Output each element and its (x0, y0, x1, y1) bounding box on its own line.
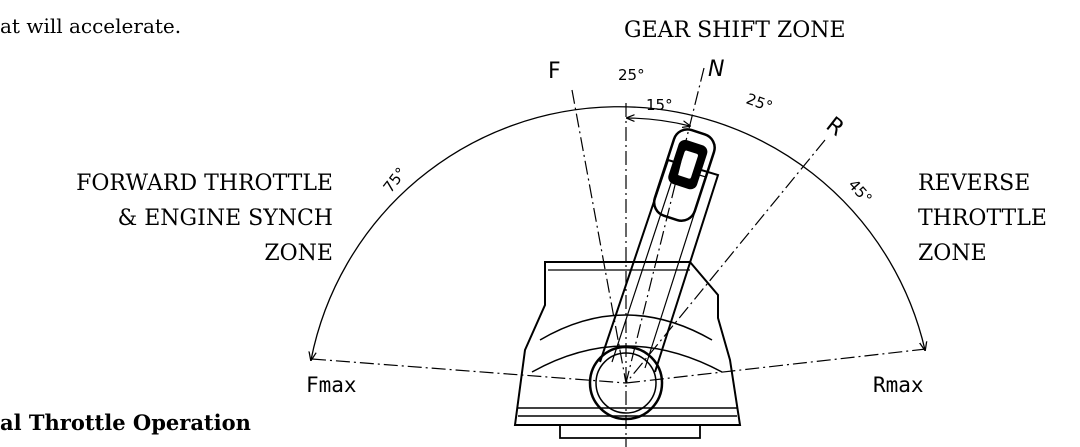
reverse-zone-line-3: ZONE (918, 241, 987, 266)
lever-arm (599, 128, 720, 373)
fmax-line (311, 358, 627, 384)
rmax-label: Rmax (873, 373, 924, 397)
angle-labels: 25° 15° 25° 45° 75° (380, 66, 876, 208)
reverse-zone-line-1: REVERSE (918, 171, 1031, 196)
position-r-label: R (821, 112, 848, 141)
forward-zone-label: FORWARD THROTTLE & ENGINE SYNCH ZONE (0, 166, 333, 271)
position-n-label: N (708, 57, 724, 82)
fmax-label: Fmax (306, 373, 357, 397)
gear-shift-zone-label: GEAR SHIFT ZONE (624, 18, 846, 43)
angle-25-left-label: 25° (618, 66, 645, 84)
position-f-label: F (548, 59, 561, 84)
angle-25-right-label: 25° (744, 90, 775, 116)
angle-45-label: 45° (845, 176, 876, 208)
reverse-zone-label: REVERSE THROTTLE ZONE (918, 166, 1078, 271)
fragment-text: at will accelerate. (0, 14, 182, 38)
section-heading: al Throttle Operation (0, 410, 251, 435)
position-labels: F N R Fmax Rmax (306, 57, 924, 397)
forward-zone-line-2: & ENGINE SYNCH (117, 206, 333, 231)
inner-angle-arc (627, 118, 690, 126)
range-arc (311, 106, 925, 360)
forward-line (571, 89, 627, 384)
forward-zone-line-3: ZONE (264, 241, 333, 266)
forward-zone-line-1: FORWARD THROTTLE (76, 171, 333, 196)
reference-lines (311, 67, 927, 447)
angle-15-label: 15° (646, 96, 673, 114)
rmax-line (625, 348, 927, 384)
lever-housing (513, 261, 742, 439)
reverse-line (625, 139, 826, 384)
reverse-zone-line-2: THROTTLE (918, 206, 1047, 231)
